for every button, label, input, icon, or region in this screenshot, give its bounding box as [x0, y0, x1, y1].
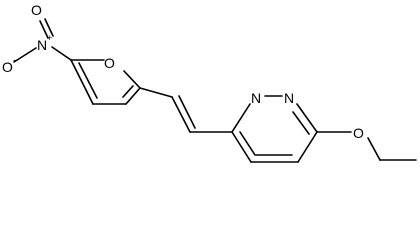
atom-label-o-nitro-minus: O	[2, 59, 13, 75]
bond-pyr-c3-n2	[231, 103, 251, 133]
bond-n-o-double-b	[44, 18, 54, 37]
structure-diagram: O - N + O O N N O	[2, 2, 417, 163]
bond-pyr-c6-c5	[297, 131, 318, 163]
bond-pyr-n1-c6	[296, 103, 318, 133]
atom-label-n-pyridazine-right: N	[284, 90, 294, 106]
bond-furan-c3-c2	[125, 87, 141, 105]
bond-n-furan	[51, 46, 72, 61]
atom-label-n-nitro: N	[37, 37, 47, 53]
bond-vinyl-double	[171, 96, 191, 133]
atom-label-o-nitro-double: O	[31, 2, 42, 18]
bond-pyr-c3-c4-inner	[239, 131, 256, 156]
bond-o-ch2	[367, 137, 381, 161]
atom-label-o-furan: O	[104, 55, 115, 71]
atom-label-n-pyridazine-left: N	[251, 90, 261, 106]
bond-furan-c3-c2-inner	[122, 85, 134, 98]
atom-label-o-ethoxy: O	[353, 125, 364, 141]
bond-furan-vinyl	[139, 87, 173, 98]
bond-o-n-single	[13, 47, 37, 63]
bond-pyr-n1-c6-inner	[292, 111, 310, 135]
charge-label-minus: -	[13, 55, 16, 65]
bond-furan-c2-o	[123, 70, 141, 89]
bond-furan-c5-c4	[70, 59, 94, 105]
bond-pyr-c4-c3	[231, 131, 252, 163]
bond-vinyl-double-inner	[178, 95, 196, 129]
molecule-drawing: O - N + O O N N O	[2, 2, 417, 163]
bond-n-o-double-a	[39, 20, 49, 39]
bond-furan-c5-c4-inner	[78, 62, 98, 99]
charge-label-plus: +	[47, 33, 52, 43]
